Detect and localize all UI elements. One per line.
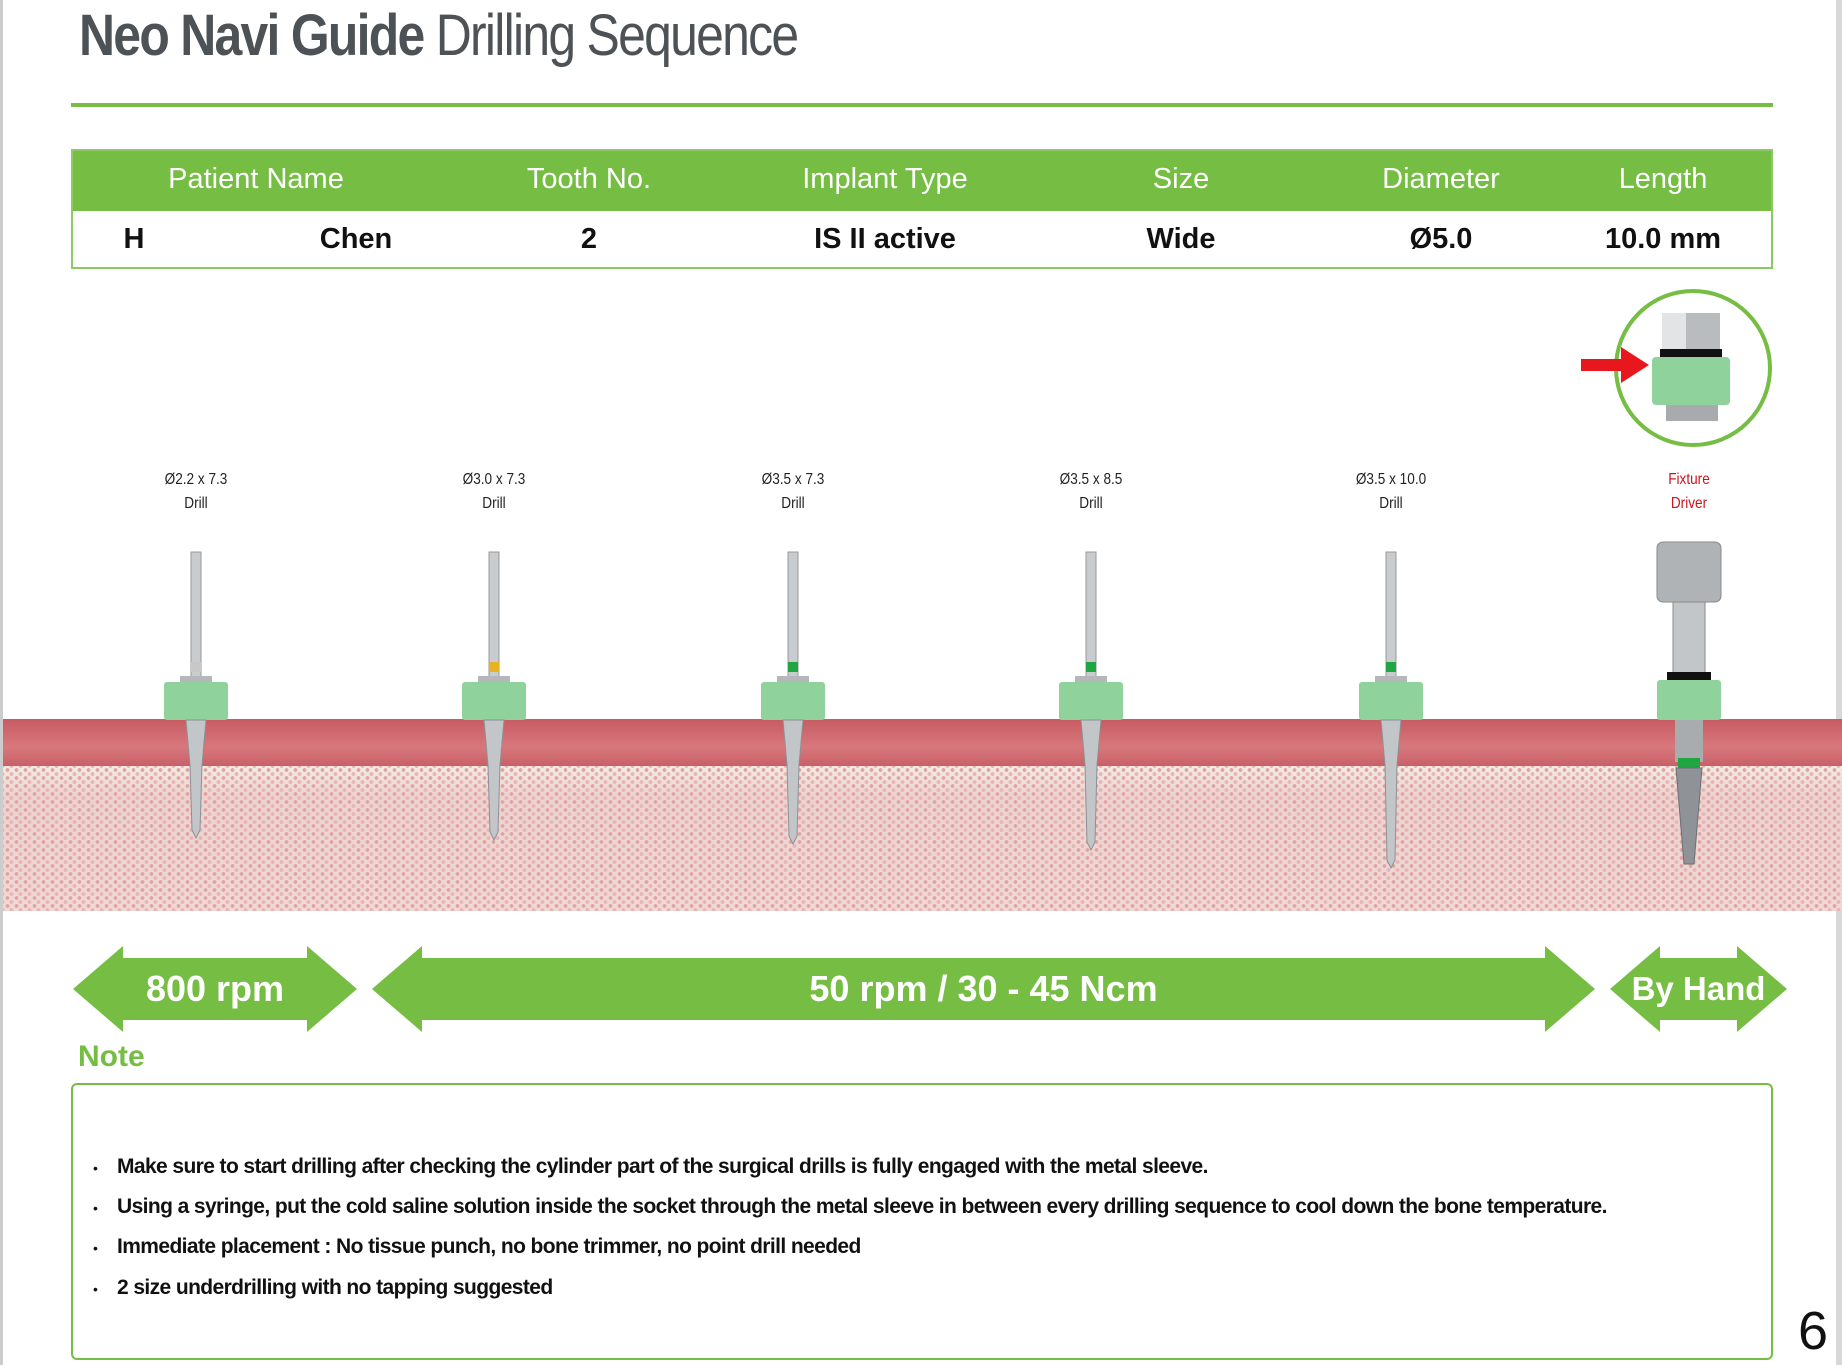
tool-spec: Ø3.5 x 8.5 — [1059, 471, 1123, 488]
header-diameter: Diameter — [1382, 163, 1500, 195]
cell-tooth: 2 — [580, 223, 598, 255]
cell-implant-type: IS II active — [814, 223, 956, 255]
drill-icon — [1059, 551, 1123, 852]
note-item: • 2 size underdrilling with no tapping su… — [93, 1276, 553, 1300]
tool-spec: Ø3.0 x 7.3 — [462, 471, 526, 488]
tool-name: Drill — [184, 495, 208, 512]
speed-arrow-by-hand: By Hand — [1610, 946, 1787, 1032]
tool-name: Drill — [1379, 495, 1403, 512]
header-patient-name: Patient Name — [168, 163, 344, 195]
header-size: Size — [1152, 163, 1210, 195]
tool-spec: Fixture — [1668, 471, 1710, 488]
bullet-icon: • — [93, 1200, 98, 1216]
bullet-icon: • — [93, 1160, 98, 1176]
speed-arrow-800rpm: 800 rpm — [73, 946, 357, 1032]
note-heading: Note — [78, 1040, 145, 1073]
table-header: Patient Name Tooth No. Implant Type Size… — [73, 151, 1771, 211]
bone-layer — [3, 766, 1842, 911]
tool-spec: Ø2.2 x 7.3 — [164, 471, 228, 488]
drill-icon — [164, 551, 228, 840]
driver-sleeve-detail-icon — [1652, 313, 1730, 421]
cell-size: Wide — [1146, 223, 1216, 255]
bullet-icon: • — [93, 1281, 98, 1297]
note-text: Make sure to start drilling after checki… — [117, 1155, 1208, 1178]
title-divider — [71, 103, 1773, 107]
drill-icon — [462, 551, 526, 842]
title-bold: Neo Navi Guide — [79, 3, 425, 68]
red-arrow-icon — [1581, 347, 1649, 383]
note-box: • Make sure to start drilling after check… — [71, 1083, 1773, 1360]
drill-icon — [1359, 551, 1423, 870]
tool-spec: Ø3.5 x 7.3 — [761, 471, 825, 488]
drill-icon — [761, 551, 825, 846]
fixture-driver-icon — [1656, 541, 1722, 865]
bullet-icon: • — [93, 1240, 98, 1256]
page-number: 6 — [1798, 1301, 1829, 1361]
note-text: Using a syringe, put the cold saline sol… — [117, 1195, 1607, 1218]
tool-spec: Ø3.5 x 10.0 — [1355, 471, 1427, 488]
tool-name: Driver — [1670, 495, 1708, 512]
note-text: 2 size underdrilling with no tapping sug… — [117, 1276, 553, 1299]
speed-arrow-50rpm: 50 rpm / 30 - 45 Ncm — [372, 946, 1595, 1032]
header-length: Length — [1618, 163, 1708, 195]
note-item: • Using a syringe, put the cold saline so… — [93, 1195, 1607, 1219]
tool-name: Drill — [1079, 495, 1103, 512]
note-text: Immediate placement : No tissue punch, n… — [117, 1235, 861, 1258]
note-item: • Make sure to start drilling after check… — [93, 1155, 1208, 1179]
tool-name: Drill — [482, 495, 506, 512]
cell-diameter: Ø5.0 — [1409, 223, 1473, 255]
cell-length: 10.0 mm — [1604, 223, 1722, 255]
gum-layer — [3, 719, 1842, 766]
tool-name: Drill — [781, 495, 805, 512]
cell-last-name: Chen — [319, 223, 393, 255]
drill-illustrations — [164, 541, 1722, 870]
page-title: Neo Navi Guide Drilling Sequence — [79, 2, 799, 69]
header-tooth-no: Tooth No. — [526, 163, 652, 195]
note-item: • Immediate placement : No tissue punch, … — [93, 1235, 861, 1259]
header-implant-type: Implant Type — [802, 163, 968, 195]
patient-table: Patient Name Tooth No. Implant Type Size… — [71, 149, 1773, 269]
title-light: Drilling Sequence — [435, 3, 799, 68]
cell-first-name: H — [123, 223, 145, 255]
